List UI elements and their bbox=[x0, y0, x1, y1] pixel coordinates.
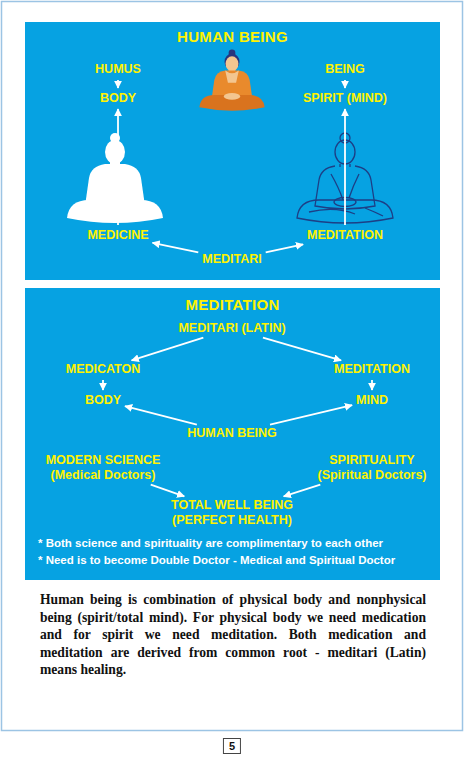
term-label: HUMUS bbox=[95, 62, 141, 77]
term-node: BODY bbox=[83, 392, 123, 409]
page-number-box: 5 bbox=[223, 738, 241, 754]
arrow-connector bbox=[117, 80, 119, 88]
term-node: MIND bbox=[354, 392, 390, 409]
term-label: HUMAN BEING bbox=[187, 426, 277, 441]
term-node: MODERN SCIENCE (Medical Doctors) bbox=[38, 452, 168, 484]
page-frame bbox=[2, 2, 463, 731]
panel-box: HUMAN BEING HUMUS BEING BODY SPIRIT (MIND) ME… bbox=[25, 22, 440, 280]
arrow-connector bbox=[132, 338, 204, 361]
page-number: 5 bbox=[229, 739, 235, 753]
arrow-connector bbox=[117, 109, 119, 225]
term-label: MODERN SCIENCE (Medical Doctors) bbox=[40, 453, 166, 483]
arrow-connector bbox=[344, 80, 346, 88]
panel-title: HUMAN BEING bbox=[25, 28, 440, 46]
term-label: BODY bbox=[100, 91, 136, 106]
term-label: MEDITARI bbox=[202, 252, 262, 267]
term-node: SPIRITUALITY (Spiritual Doctors) bbox=[307, 452, 437, 484]
term-label: MIND bbox=[356, 393, 388, 408]
arrow-connector bbox=[263, 338, 341, 361]
term-node: MEDITATION bbox=[332, 361, 412, 378]
term-node: BEING bbox=[323, 61, 367, 78]
arrow-connector bbox=[371, 380, 373, 390]
term-node: HUMUS bbox=[93, 61, 143, 78]
term-label: MEDITATION bbox=[307, 228, 383, 243]
term-node: MEDITARI (LATIN) bbox=[176, 320, 287, 337]
term-label: MEDITATION bbox=[334, 362, 410, 377]
arrow-connector bbox=[151, 485, 184, 497]
body-paragraph: Human being is combination of physical b… bbox=[40, 591, 426, 679]
arrow-connector bbox=[153, 243, 199, 253]
term-label: MEDICATON bbox=[66, 362, 141, 377]
term-node: MEDICATON bbox=[64, 361, 143, 378]
term-label: SPIRIT (MIND) bbox=[303, 91, 387, 106]
term-label: MEDITARI (LATIN) bbox=[178, 321, 285, 336]
term-node: MEDICINE bbox=[85, 227, 150, 244]
panel-title: MEDITATION bbox=[25, 296, 440, 314]
term-node: HUMAN BEING bbox=[185, 425, 279, 442]
term-label: SPIRITUALITY (Spiritual Doctors) bbox=[309, 453, 435, 483]
panel-box: MEDITATION MEDITARI (LATIN) MEDICATON MEDIT… bbox=[25, 288, 440, 580]
arrow-connector bbox=[284, 485, 321, 497]
footnote: * Need is to become Double Doctor - Medi… bbox=[38, 553, 438, 568]
arrow-connector bbox=[102, 380, 104, 390]
term-label: BODY bbox=[85, 393, 121, 408]
footnote: * Both science and spirituality are comp… bbox=[38, 536, 438, 551]
arrow-connector bbox=[344, 109, 346, 225]
term-label: TOTAL WELL BEING (PERFECT HEALTH) bbox=[164, 498, 300, 528]
term-node: TOTAL WELL BEING (PERFECT HEALTH) bbox=[162, 497, 302, 529]
arrow-connector bbox=[270, 405, 352, 424]
term-node: MEDITARI bbox=[200, 251, 264, 268]
arrow-connector bbox=[125, 406, 197, 424]
term-label: MEDICINE bbox=[87, 228, 148, 243]
term-label: BEING bbox=[325, 62, 365, 77]
term-node: SPIRIT (MIND) bbox=[301, 90, 389, 107]
term-node: BODY bbox=[98, 90, 138, 107]
term-node: MEDITATION bbox=[305, 227, 385, 244]
arrow-connector bbox=[266, 244, 303, 252]
